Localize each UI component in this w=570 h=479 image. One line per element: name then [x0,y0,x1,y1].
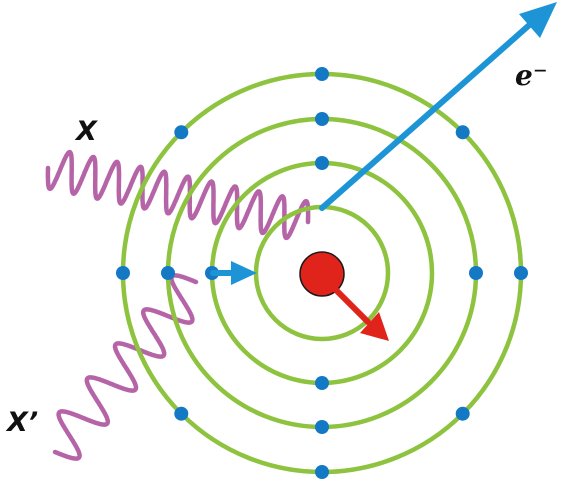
nucleus [299,251,345,297]
electron-dot [455,406,470,421]
electron-dot [161,266,175,280]
electron-dot [315,112,329,126]
electron-dot [315,420,329,434]
electron-dot [315,465,329,479]
electron-dot [315,156,329,170]
scattered-photon-label: X’ [7,407,39,438]
scattered-photon-wave [52,273,199,461]
electron-dot [315,376,329,390]
electron-dot [174,406,189,421]
electron-dot [116,266,130,280]
electron-transition-arrow [210,261,257,285]
incident-photon-wave [45,149,311,241]
ejected-electron-arrow [319,2,557,211]
incident-photon-label: X [76,116,97,147]
electron-dot [455,125,470,140]
ejected-electron-label: e⁻ [515,59,548,92]
electron-dot [174,125,189,140]
electron-dot [514,266,528,280]
electron-dots [116,67,528,479]
electron-dot [469,266,483,280]
recoil-arrow [333,287,389,341]
electron-dot [315,67,329,81]
